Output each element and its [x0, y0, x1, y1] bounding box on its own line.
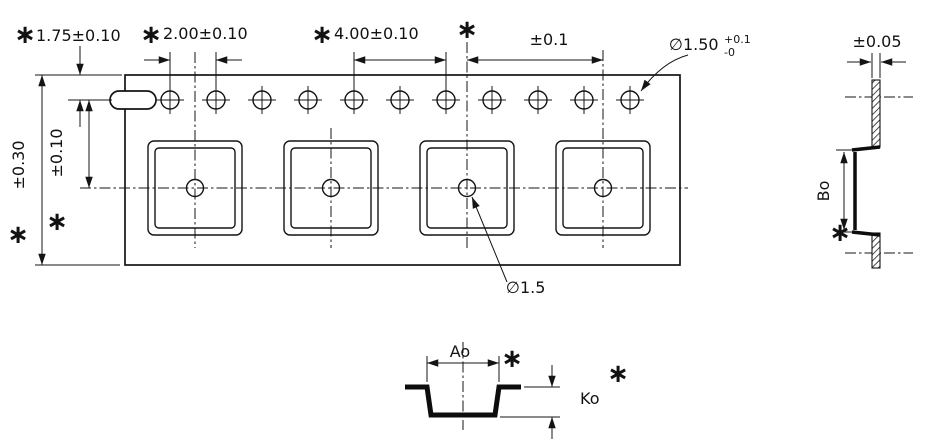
dim-edge-offset: ∗ 1.75±0.10	[14, 20, 121, 127]
dim-thickness-label: ±0.05	[852, 32, 901, 51]
sprocket-dia-label: ∅1.50	[669, 35, 719, 54]
tape-end-notch	[109, 90, 157, 110]
dim-pocket-length: Bo ∗	[814, 149, 852, 248]
asterisk-mark: ∗	[46, 207, 68, 237]
tape-strip-upper	[871, 79, 881, 148]
dim-tape-width: ±0.30 ∗	[7, 74, 122, 266]
asterisk-mark: ∗	[140, 20, 162, 50]
asterisk-mark: ∗	[311, 20, 333, 50]
dim-thickness: ±0.05	[847, 32, 906, 78]
dim-pocket-width: Ao ∗	[426, 342, 523, 382]
pocket-section-view: Ao ∗ Ko ∗	[405, 342, 629, 439]
tape-side-view: ±0.05 Bo ∗	[814, 32, 913, 269]
embossed-pocket-profile	[851, 145, 881, 152]
dim-sprocket-pitch-label: 2.00±0.10	[163, 24, 248, 43]
dim-tape-width-label: ±0.30	[9, 140, 28, 189]
tape-outline	[124, 74, 681, 266]
asterisk-mark: ∗	[501, 344, 523, 374]
dim-sprocket-pitch: ∗ 2.00±0.10	[140, 20, 248, 96]
sprocket-dia-upper-tol: +0.1	[724, 33, 751, 46]
tape-strip-lower	[871, 232, 881, 269]
dim-pocket-pitch: ∗ 4.00±0.10	[311, 20, 447, 96]
dim-pitch-tolerance-label: ±0.1	[530, 30, 569, 49]
callout-pocket-hole: ∅1.5	[471, 196, 545, 297]
dim-pocket-pitch-label: 4.00±0.10	[334, 24, 419, 43]
dim-pitch-tolerance: ∗ ±0.1	[456, 15, 603, 64]
dim-center-offset: ±0.10 ∗	[46, 100, 93, 237]
dim-pocket-depth-label: Ko	[580, 389, 599, 408]
dim-pocket-length-label: Bo	[814, 181, 833, 202]
tape-top-view	[80, 42, 688, 266]
asterisk-mark: ∗	[7, 220, 29, 250]
sprocket-dia-lower-tol: -0	[724, 46, 735, 59]
dim-center-offset-label: ±0.10	[47, 128, 66, 177]
dim-edge-offset-label: 1.75±0.10	[36, 26, 121, 45]
asterisk-mark: ∗	[14, 20, 36, 50]
asterisk-mark: ∗	[456, 15, 478, 45]
pocket-hole-dia-label: ∅1.5	[506, 278, 545, 297]
asterisk-mark: ∗	[829, 218, 851, 248]
dim-pocket-depth: Ko ∗	[500, 359, 629, 439]
callout-sprocket-diameter: ∅1.50 +0.1 -0	[640, 33, 751, 92]
pocket-section-profile	[405, 384, 521, 418]
dim-pocket-width-label: Ao	[450, 342, 470, 361]
asterisk-mark: ∗	[607, 359, 629, 389]
